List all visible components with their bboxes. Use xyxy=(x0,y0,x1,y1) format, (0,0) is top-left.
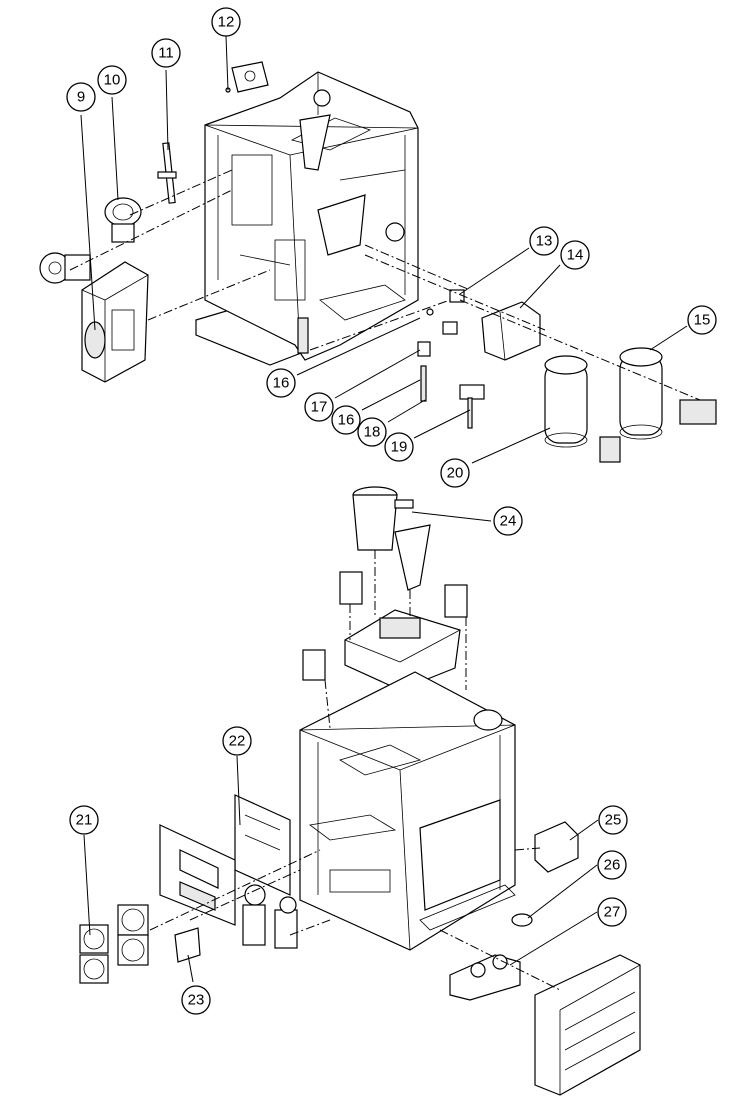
callout-25: 25 xyxy=(598,805,628,835)
callout-21: 21 xyxy=(69,805,99,835)
rear-panel xyxy=(159,824,236,926)
callout-23: 23 xyxy=(181,985,211,1015)
callout-26: 26 xyxy=(597,850,627,880)
svg-text:16: 16 xyxy=(273,375,290,392)
part-20-boiler xyxy=(544,355,621,463)
callout-13: 13 xyxy=(529,226,559,256)
svg-text:14: 14 xyxy=(567,247,584,264)
callout-19: 19 xyxy=(384,432,414,462)
pump-units xyxy=(242,884,298,949)
svg-text:22: 22 xyxy=(229,733,246,750)
lower-dash-lines xyxy=(149,550,561,991)
part-23-transformer xyxy=(174,927,201,963)
part-25-box xyxy=(534,821,579,873)
side-cover xyxy=(534,954,641,1096)
part-24-canister xyxy=(352,486,431,591)
callout-10: 10 xyxy=(97,65,127,95)
callout-9: 9 xyxy=(66,82,96,112)
svg-text:24: 24 xyxy=(500,513,517,530)
callout-18: 18 xyxy=(357,417,387,447)
part-9-motor xyxy=(39,252,91,284)
part-27-valve-group xyxy=(449,954,521,1001)
part-10-pump xyxy=(104,197,142,243)
callout-22: 22 xyxy=(222,726,252,756)
callout-14: 14 xyxy=(560,240,590,270)
callout-16-upper: 16 xyxy=(266,368,296,398)
svg-text:10: 10 xyxy=(104,72,121,89)
svg-text:13: 13 xyxy=(536,233,553,250)
callout-17: 17 xyxy=(304,392,334,422)
svg-text:27: 27 xyxy=(604,904,621,921)
svg-text:26: 26 xyxy=(604,857,621,874)
part-11-probe xyxy=(157,142,177,204)
part-22-board xyxy=(234,794,291,896)
svg-text:25: 25 xyxy=(605,812,622,829)
upper-dash-lines xyxy=(69,169,701,401)
svg-text:12: 12 xyxy=(218,14,235,31)
grinder-module xyxy=(81,261,149,383)
hopper-lid xyxy=(344,609,461,691)
part-12-bracket xyxy=(225,61,269,93)
svg-text:17: 17 xyxy=(311,399,328,416)
svg-text:23: 23 xyxy=(188,992,205,1009)
svg-text:18: 18 xyxy=(364,424,381,441)
svg-text:9: 9 xyxy=(77,89,85,106)
part-26-sensor xyxy=(511,913,533,927)
svg-text:16: 16 xyxy=(338,412,355,429)
relay-modules xyxy=(302,571,468,681)
callout-24: 24 xyxy=(493,506,523,536)
part-15-boiler xyxy=(619,347,717,440)
svg-text:20: 20 xyxy=(447,465,464,482)
part-21-fans xyxy=(79,904,149,984)
part-14-block xyxy=(481,301,541,361)
valve-components xyxy=(417,289,485,429)
upper-leader-lines xyxy=(80,35,688,464)
callout-20: 20 xyxy=(440,458,470,488)
callout-15: 15 xyxy=(687,305,717,335)
svg-text:11: 11 xyxy=(158,45,174,62)
svg-text:21: 21 xyxy=(76,812,93,829)
svg-text:15: 15 xyxy=(694,312,711,329)
upper-frame-assembly xyxy=(195,71,419,366)
callout-11: 11 xyxy=(151,38,181,68)
svg-text:19: 19 xyxy=(391,439,408,456)
callout-12: 12 xyxy=(211,7,241,37)
lower-leader-lines xyxy=(83,511,599,983)
callout-27: 27 xyxy=(597,897,627,927)
lower-frame-assembly xyxy=(299,671,516,951)
callout-16-lower: 16 xyxy=(331,405,361,435)
